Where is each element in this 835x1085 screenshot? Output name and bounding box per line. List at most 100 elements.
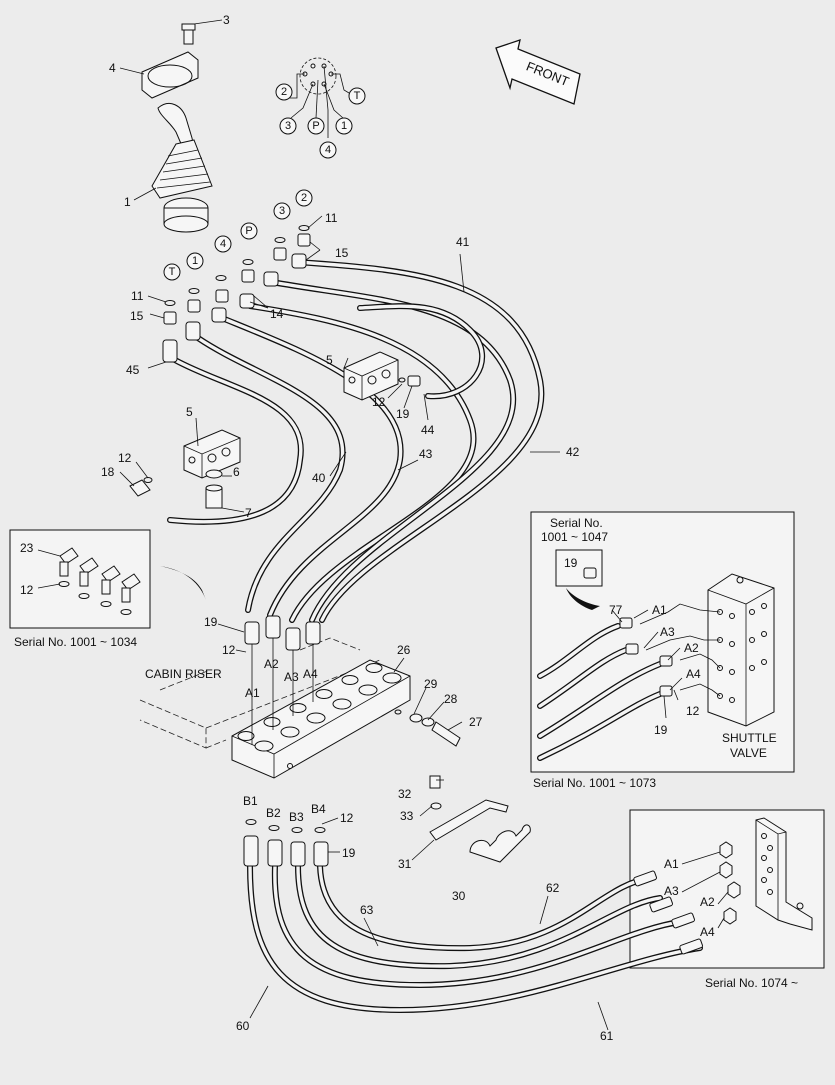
svg-text:2: 2 (301, 192, 307, 204)
circle-port-3-top: 3 (279, 117, 297, 135)
circle-port-t: T (163, 263, 181, 281)
cabin-riser-label: CABIN RISER (145, 667, 222, 681)
port-a1: A1 (245, 686, 260, 700)
part-label: 15 (335, 246, 349, 260)
caption-serial-lower-right: Serial No. 1074 ~ (705, 976, 798, 990)
part-label: 28 (444, 692, 458, 706)
front-arrow: FRONT (495, 39, 581, 105)
distribution-block-26 (231, 659, 411, 779)
part-label: 12 (118, 451, 132, 465)
circle-port-2-top: 2 (275, 83, 293, 101)
part-label: 12 (20, 583, 34, 597)
svg-text:2: 2 (281, 86, 287, 98)
part-label: 43 (419, 447, 433, 461)
valve-block-5-upper (343, 351, 421, 401)
bracket-port-a2: A2 (700, 895, 715, 909)
bracket-port-a1: A1 (664, 857, 679, 871)
part-label: 12 (686, 704, 700, 718)
circle-port-3: 3 (273, 202, 291, 220)
circle-port-1: 1 (186, 252, 204, 270)
circle-port-p-top: P (307, 117, 325, 135)
screw-3 (183, 29, 194, 45)
svg-text:P: P (245, 225, 252, 237)
part-label: 6 (233, 465, 240, 479)
block-bottom-fittings (243, 819, 329, 867)
part-label: 19 (564, 556, 578, 570)
circle-port-t-top: T (348, 87, 366, 105)
part-label: 32 (398, 787, 412, 801)
block-top-fittings (244, 615, 321, 745)
circled-port-labels: 2 T 3 P 1 4 3 2 4 P T 1 (163, 83, 366, 281)
svg-text:3: 3 (279, 205, 285, 217)
part-label: 15 (130, 309, 144, 323)
part-label: 1 (124, 195, 131, 209)
lever-grip (157, 103, 193, 149)
bracket-lower-right (633, 817, 813, 955)
part-label: 4 (109, 61, 116, 75)
valve-block-5-lower (129, 429, 241, 509)
shuttle-valve (707, 573, 775, 727)
part-label: 14 (270, 307, 284, 321)
upper-hoses (167, 259, 545, 623)
part-label: 60 (236, 1019, 250, 1033)
port-a4: A4 (303, 667, 318, 681)
part-label: 77 (609, 603, 623, 617)
part-label: 33 (400, 809, 414, 823)
part-label: 3 (223, 13, 230, 27)
part-label: 42 (566, 445, 580, 459)
bracket-port-a3: A3 (664, 884, 679, 898)
part-label: 30 (452, 889, 466, 903)
port-a2: A2 (264, 657, 279, 671)
svg-text:T: T (169, 266, 176, 278)
svg-text:3: 3 (285, 120, 291, 132)
shuttle-hoses (537, 603, 721, 761)
part-label: 19 (396, 407, 410, 421)
circle-port-1-top: 1 (335, 117, 353, 135)
part-label: 44 (421, 423, 435, 437)
part-label: 23 (20, 541, 34, 555)
port-a3: A3 (284, 670, 299, 684)
shuttle-port-a3: A3 (660, 625, 675, 639)
bolt-27 (394, 709, 461, 747)
circle-port-4: 4 (214, 235, 232, 253)
circle-port-p: P (240, 222, 258, 240)
port-b2: B2 (266, 806, 281, 820)
part-label: 12 (340, 811, 354, 825)
port-b3: B3 (289, 810, 304, 824)
svg-text:4: 4 (325, 144, 331, 156)
upper-fittings (162, 225, 311, 363)
svg-text:T: T (354, 90, 361, 102)
part-label: 26 (397, 643, 411, 657)
plate-4 (141, 51, 199, 99)
part-label: 61 (600, 1029, 614, 1043)
svg-text:4: 4 (220, 238, 226, 250)
shuttle-port-a4: A4 (686, 667, 701, 681)
part-label: 40 (312, 471, 326, 485)
joystick-lever (141, 23, 213, 233)
inset-lower-right-frame (629, 809, 825, 969)
part-label: 41 (456, 235, 470, 249)
svg-text:1: 1 (341, 120, 347, 132)
svg-text:P: P (312, 120, 319, 132)
leader-lines (37, 19, 729, 1031)
shuttle-port-a2: A2 (684, 641, 699, 655)
shuttle-port-a1: A1 (652, 603, 667, 617)
part-label: 11 (325, 211, 338, 225)
port-labels: A1 A2 A3 A4 B1 B2 B3 B4 A1 A3 A2 A4 A1 A… (243, 603, 715, 939)
part-label: 5 (326, 353, 333, 367)
part-label: 11 (131, 289, 144, 303)
circle-port-4-top: 4 (319, 141, 337, 159)
svg-text:1: 1 (192, 255, 198, 267)
fitting-19-inset (555, 549, 603, 610)
elbow-fittings-inset (58, 547, 141, 615)
caption-serial-left: Serial No. 1001 ~ 1034 (14, 635, 137, 649)
port-b1: B1 (243, 794, 258, 808)
inset-pointer-arrow (160, 566, 206, 600)
part-label: 12 (222, 643, 236, 657)
part-label: 19 (654, 723, 668, 737)
part-label: 45 (126, 363, 140, 377)
caption-serial-right-2: 1001 ~ 1047 (541, 530, 608, 544)
part-label: 19 (342, 846, 356, 860)
lower-hoses (247, 863, 703, 1013)
